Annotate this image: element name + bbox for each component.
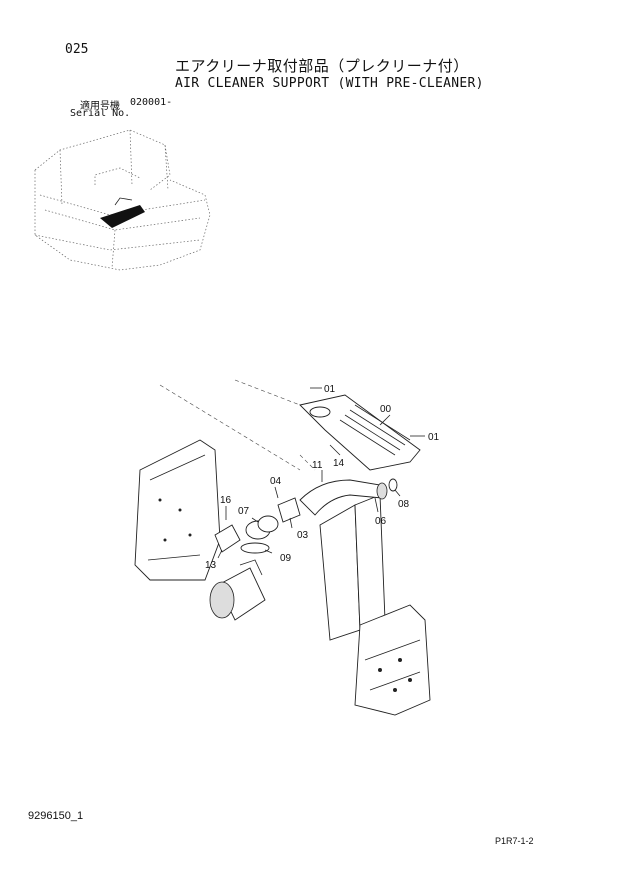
part-09-clamp bbox=[240, 542, 270, 554]
leader-lines bbox=[217, 387, 425, 559]
frame-structure-right bbox=[319, 494, 431, 716]
part-03-adapter bbox=[277, 497, 301, 523]
callout-16: 16 bbox=[220, 495, 232, 506]
assembly-guide-line bbox=[299, 454, 316, 471]
air-cleaner-body bbox=[209, 559, 266, 621]
callout-03: 03 bbox=[297, 530, 309, 541]
serial-label-japanese: 適用号機 bbox=[80, 101, 120, 112]
document-code: 9296150_1 bbox=[28, 810, 84, 822]
part-07-hose bbox=[245, 515, 279, 540]
assembly-guide-line bbox=[159, 384, 301, 471]
part-06-intake-hose bbox=[299, 479, 388, 516]
callout-00: 00 bbox=[380, 404, 392, 415]
page-reference: P1R7-1-2 bbox=[495, 836, 534, 846]
callout-13: 13 bbox=[205, 560, 217, 571]
location-highlight bbox=[100, 197, 145, 228]
part-08-clamp bbox=[388, 478, 398, 492]
callout-01-top: 01 bbox=[324, 384, 336, 395]
callout-11: 11 bbox=[312, 460, 323, 471]
part-00-support-bracket bbox=[299, 394, 421, 471]
assembly-guide-line bbox=[234, 379, 301, 406]
callout-09: 09 bbox=[280, 553, 292, 564]
serial-number-value: 020001- bbox=[130, 97, 173, 108]
serial-label-english: Serial No. bbox=[70, 108, 131, 119]
callout-06: 06 bbox=[375, 516, 387, 527]
part-13-bracket bbox=[214, 524, 241, 553]
callout-08: 08 bbox=[398, 499, 410, 510]
frame-panel-left bbox=[134, 439, 221, 581]
callout-04: 04 bbox=[270, 476, 282, 487]
callout-01-right: 01 bbox=[428, 432, 440, 443]
callout-14: 14 bbox=[333, 458, 345, 469]
title-english: AIR CLEANER SUPPORT (WITH PRE-CLEANER) bbox=[175, 76, 484, 91]
callout-07: 07 bbox=[238, 506, 250, 517]
title-japanese: エアクリーナ取付部品（プレクリーナ付） bbox=[175, 57, 469, 75]
page-number: 025 bbox=[65, 42, 89, 57]
machine-outline bbox=[34, 129, 211, 271]
